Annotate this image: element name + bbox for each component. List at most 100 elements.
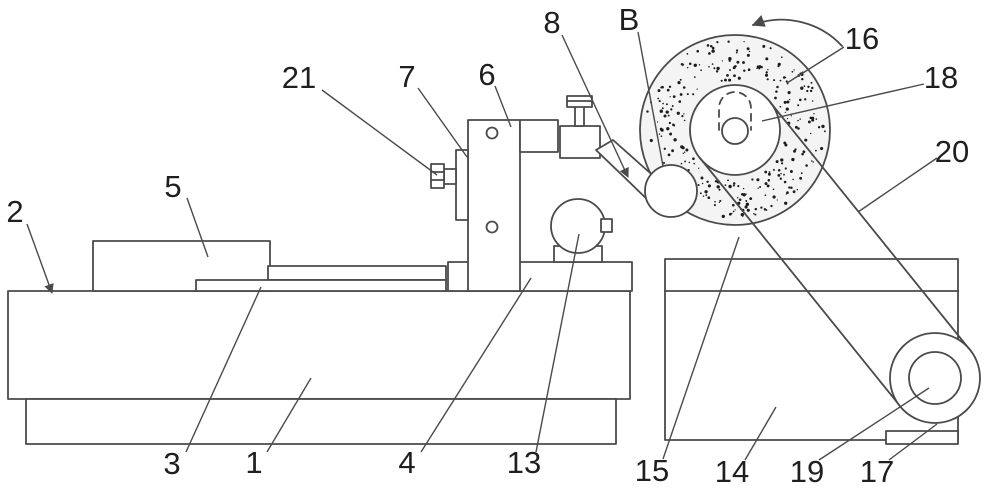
stipple-dot	[802, 150, 806, 154]
bed-foot	[25, 398, 617, 445]
stipple-dot	[764, 194, 767, 197]
stipple-dot	[789, 170, 793, 173]
label-14: 14	[715, 454, 749, 489]
stipple-dot	[745, 200, 748, 202]
clamp-bolt-head	[430, 163, 445, 189]
stipple-dot	[756, 178, 760, 182]
stipple-dot	[782, 76, 786, 79]
stipple-dot	[775, 160, 779, 164]
leader-line-3	[185, 286, 262, 453]
stipple-dot	[680, 162, 683, 165]
stipple-dot	[663, 114, 667, 118]
stipple-dot	[727, 40, 730, 43]
stipple-dot	[681, 63, 685, 66]
stipple-dot	[811, 100, 814, 102]
stipple-dot	[728, 59, 731, 62]
stipple-dot	[667, 114, 670, 117]
stipple-dot	[698, 167, 700, 169]
contact-roller	[644, 164, 698, 218]
motor-flange	[600, 218, 613, 233]
stipple-dot	[658, 100, 661, 103]
stipple-dot	[711, 63, 714, 65]
stipple-dot	[806, 89, 809, 93]
stipple-dot	[759, 186, 762, 188]
stipple-dot	[698, 184, 700, 186]
stipple-dot	[747, 68, 751, 72]
stipple-dot	[772, 195, 776, 199]
stipple-dot	[748, 50, 751, 53]
stipple-dot	[740, 212, 744, 217]
stipple-dot	[662, 161, 666, 164]
stipple-dot	[790, 115, 792, 117]
stipple-dot	[779, 79, 782, 82]
stipple-dot	[773, 79, 776, 82]
label-19: 19	[790, 454, 824, 489]
stipple-dot	[749, 197, 753, 201]
stipple-dot	[728, 184, 732, 189]
stipple-dot	[811, 116, 815, 120]
drive-belt-front	[699, 157, 901, 407]
stipple-dot	[799, 118, 801, 120]
stipple-dot	[805, 164, 808, 167]
stipple-dot	[746, 53, 750, 57]
stipple-dot	[783, 180, 787, 184]
stipple-dot	[768, 171, 771, 173]
stipple-dot	[792, 190, 796, 194]
stipple-dot	[732, 210, 735, 213]
stipple-dot	[714, 180, 718, 183]
stipple-dot	[669, 132, 673, 136]
stipple-dot	[781, 162, 784, 165]
stipple-dot	[813, 113, 815, 115]
stipple-dot	[765, 71, 768, 74]
label-16: 16	[845, 21, 879, 56]
stipple-dot	[793, 69, 795, 71]
stipple-dot	[728, 212, 732, 216]
stipple-dot	[783, 100, 787, 104]
stipple-dot	[665, 103, 668, 106]
right-assembly	[595, 15, 981, 445]
stipple-dot	[683, 119, 686, 122]
reference-labels: 2 5 21 7 6 8 B 16 18 20 3 1 4 13 15 14 1…	[6, 2, 969, 489]
stipple-dot	[815, 118, 818, 120]
stipple-dot	[821, 124, 825, 129]
leader-line-4	[420, 277, 532, 453]
stipple-dot	[779, 105, 782, 108]
stipple-dot	[791, 70, 794, 73]
leader-line-20	[857, 157, 938, 213]
stipple-dot	[751, 178, 754, 181]
stipple-dot	[680, 145, 684, 149]
wheel-bore	[721, 117, 749, 145]
stipple-dot	[776, 199, 778, 201]
stipple-dot	[729, 69, 731, 72]
left-assembly	[7, 95, 633, 445]
stipple-dot	[662, 102, 664, 105]
leader-line-14	[744, 406, 777, 461]
stipple-dot	[777, 64, 780, 66]
stipple-dot	[716, 66, 720, 71]
stipple-dot	[714, 200, 716, 203]
stipple-dot	[737, 76, 741, 80]
stipple-dot	[746, 208, 750, 212]
leader-line-13	[535, 233, 580, 453]
stipple-dot	[704, 190, 708, 194]
stipple-dot	[783, 173, 785, 176]
stipple-dot	[796, 188, 799, 191]
bolt-hole-top	[485, 126, 499, 140]
leader-line-21	[321, 89, 438, 176]
label-20: 20	[935, 134, 969, 169]
leader-line-18	[761, 83, 925, 122]
label-B: B	[619, 2, 640, 37]
stipple-dot	[666, 88, 670, 92]
stipple-dot	[682, 152, 684, 154]
stipple-dot	[786, 117, 789, 120]
stipple-dot	[732, 203, 735, 207]
stipple-dot	[814, 149, 817, 152]
stipple-dot	[766, 184, 770, 188]
stipple-dot	[672, 123, 675, 127]
leader-line-2	[26, 223, 54, 294]
stipple-dot	[799, 176, 802, 180]
label-8: 8	[543, 5, 560, 40]
stipple-dot	[713, 67, 716, 70]
stipple-dot	[707, 196, 711, 200]
stipple-dot	[693, 76, 696, 78]
